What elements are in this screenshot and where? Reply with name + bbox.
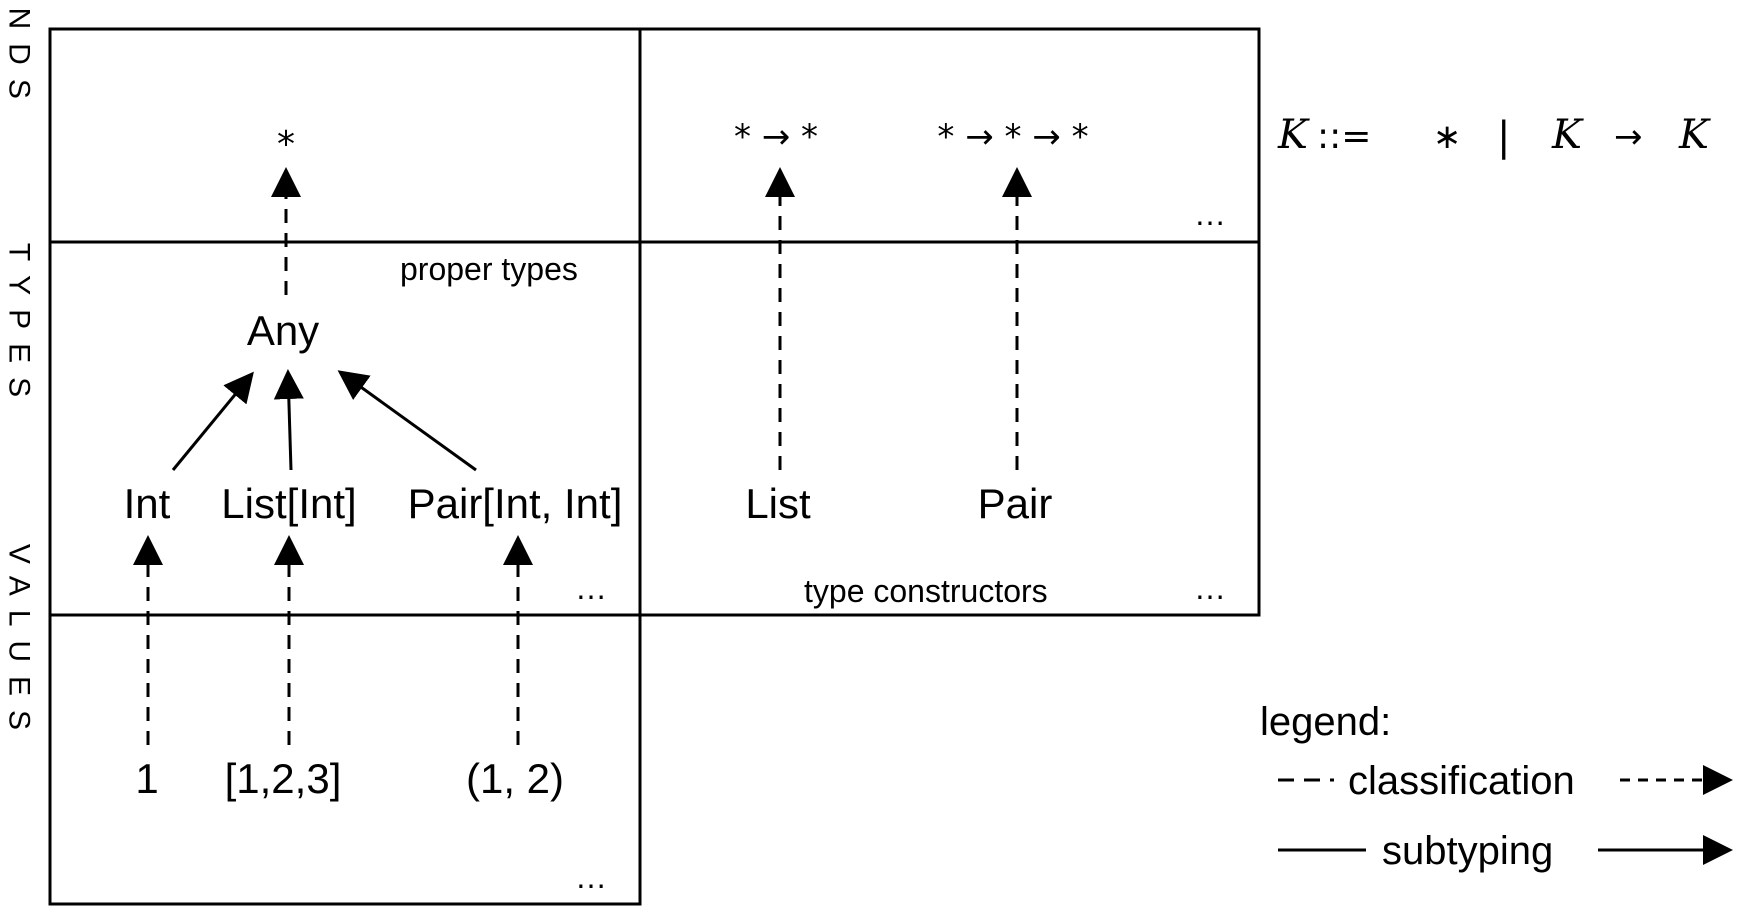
types-proper-cell — [48, 240, 642, 617]
legend: legend: classification subtyping — [1260, 700, 1733, 873]
legend-title: legend: — [1260, 700, 1391, 744]
type-constructors-label: type constructors — [804, 573, 1048, 609]
grammar-k: K — [1277, 112, 1310, 158]
value-list: [1,2,3] — [225, 755, 342, 802]
classification-arrows — [133, 167, 1032, 745]
types-constructor-cell — [638, 240, 1261, 617]
value-one: 1 — [135, 755, 158, 802]
arrow-pairint-to-any — [337, 370, 477, 472]
arrow-listint-to-any — [273, 369, 304, 471]
grid — [48, 27, 1261, 906]
kind-star: * — [277, 124, 295, 165]
kind-grammar: K ::= ∗ | K → K — [1277, 112, 1711, 160]
types-constructor-ellipsis: … — [1194, 570, 1226, 606]
grammar-def: ::= — [1317, 116, 1371, 157]
legend-subtyping-label: subtyping — [1382, 829, 1553, 873]
value-pair: (1, 2) — [466, 755, 564, 802]
side-label-kinds: KINDS — [3, 0, 36, 113]
type-list-int: List[Int] — [221, 480, 356, 527]
grammar-star: ∗ — [1433, 117, 1462, 157]
kind-star-arrow-star-arrow-star: * → * → * — [937, 117, 1088, 157]
proper-types-label: proper types — [400, 251, 578, 287]
grammar-arrow: → — [1614, 117, 1643, 157]
grammar-k3: K — [1678, 112, 1711, 158]
type-int: Int — [124, 480, 171, 527]
type-pair: Pair — [978, 480, 1053, 527]
arrow-int-to-any — [171, 371, 254, 471]
legend-classification-label: classification — [1348, 759, 1575, 803]
grammar-bar: | — [1497, 114, 1510, 160]
values-cell — [48, 613, 642, 906]
side-label-types: TYPES — [3, 243, 36, 411]
types-proper-ellipsis: … — [575, 570, 607, 606]
side-label-values: VALUES — [3, 544, 36, 744]
type-list: List — [745, 480, 811, 527]
kind-star-arrow-star: * → * — [734, 117, 818, 157]
kinds-ellipsis: … — [1194, 196, 1226, 232]
grammar-k2: K — [1551, 112, 1584, 158]
values-ellipsis: … — [575, 859, 607, 895]
type-pair-int-int: Pair[Int, Int] — [408, 480, 623, 527]
subtyping-arrows — [171, 369, 477, 472]
type-any: Any — [247, 307, 319, 354]
kinds-proper-cell — [48, 27, 642, 244]
